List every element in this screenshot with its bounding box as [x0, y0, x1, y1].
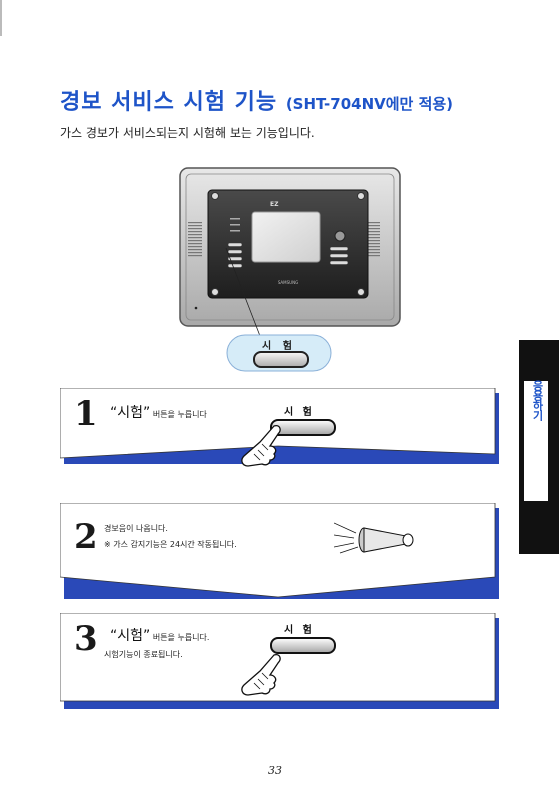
step-3-text: 버튼을 누릅니다. [152, 633, 210, 642]
test-button-callout: 시 험 [226, 334, 332, 372]
callout-label: 시 험 [262, 341, 296, 352]
step-3-instruction: “시험” 버튼을 누릅니다. [110, 628, 210, 644]
page-title-main: 경보 서비스 시험 기능 [60, 90, 278, 115]
step-1-test-button [270, 419, 336, 436]
pressing-hand-icon [241, 653, 281, 696]
step-2-frame [60, 503, 499, 599]
step-3-box: 3 “시험” 버튼을 누릅니다. 시험기능이 종료됩니다. 시 험 [60, 613, 499, 709]
callout-leader-line [225, 247, 261, 337]
step-3-quote: “시험” [110, 628, 151, 644]
step-2-number: 2 [74, 517, 98, 557]
device-illustration: EZ SAMSUNG [178, 166, 402, 328]
step-2-box: 2 경보음이 나옵니다. ※ 가스 감지기능은 24시간 작동됩니다. [60, 503, 499, 599]
step-3-line2: 시험기능이 종료됩니다. [104, 650, 183, 659]
step-1-number: 1 [74, 394, 98, 434]
side-tab-label: 응용하기 [531, 380, 544, 420]
step-1-quote: “시험” [110, 405, 151, 421]
step-3-test-button [270, 637, 336, 654]
page-edge-mark [0, 0, 2, 36]
page-title: 경보 서비스 시험 기능 (SHT-704NV에만 적용) [60, 84, 453, 116]
step-3-number: 3 [74, 619, 98, 659]
pressing-hand-icon [241, 424, 281, 467]
step-1-button-label: 시 험 [284, 407, 315, 418]
side-tab-label-box [523, 380, 549, 502]
step-3-button-label: 시 험 [284, 625, 315, 636]
page-subtitle: 가스 경보가 서비스되는지 시험해 보는 기능입니다. [60, 126, 315, 140]
wall-pad-device-image: EZ SAMSUNG [179, 167, 401, 327]
device-brand: SAMSUNG [278, 280, 298, 285]
page-number: 33 [268, 764, 282, 777]
page-title-sub: (SHT-704NV에만 적용) [285, 95, 454, 113]
step-1-text: 버튼을 누릅니다 [152, 410, 207, 419]
step-1-instruction: “시험” 버튼을 누릅니다 [110, 405, 207, 421]
step-2-line2: ※ 가스 감지기능은 24시간 작동됩니다. [104, 540, 237, 549]
test-button-image [253, 351, 309, 368]
alarm-speaker-icon [334, 522, 414, 554]
step-1-box: 1 “시험” 버튼을 누릅니다 시 험 [60, 388, 499, 468]
step-2-line1: 경보음이 나옵니다. [104, 524, 168, 533]
chapter-side-tab: 응용하기 [519, 340, 559, 554]
device-logo: EZ [270, 201, 279, 208]
